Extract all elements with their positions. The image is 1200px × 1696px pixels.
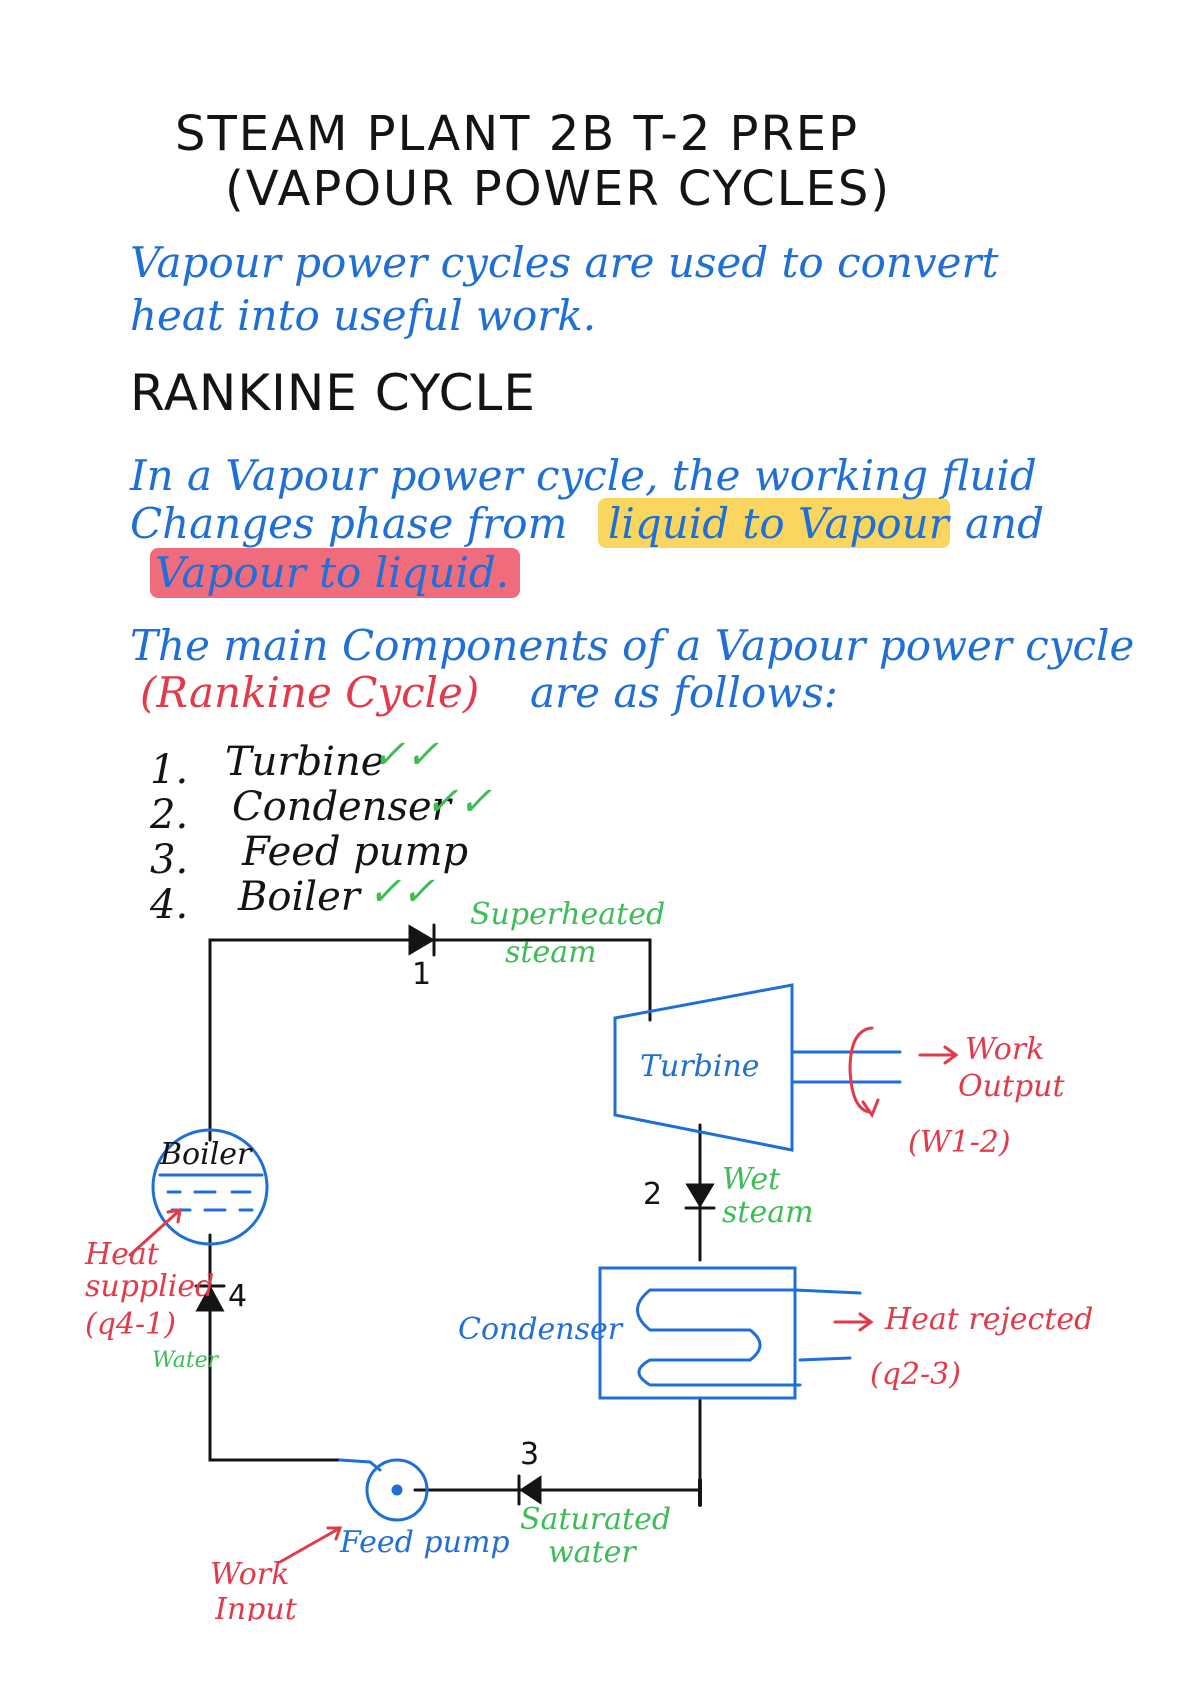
list-number-4: 4.	[150, 882, 189, 928]
components-intro-rest: are as follows:	[530, 668, 838, 717]
boiler-label: Boiler	[160, 1137, 252, 1172]
work-input-arrow-icon	[278, 1526, 343, 1564]
work-output-symbol: (W1-2)	[908, 1125, 1011, 1160]
valve-1-icon	[408, 924, 435, 956]
state-3-label: 3	[520, 1437, 540, 1472]
saturated-water-label-2: water	[548, 1535, 636, 1570]
heat-rejected-arrow-icon	[833, 1312, 874, 1332]
heat-supplied-symbol: (q4-1)	[85, 1307, 176, 1342]
state-4-label: 4	[228, 1279, 248, 1314]
feed-pump-label: Feed pump	[340, 1525, 510, 1560]
turbine-label: Turbine	[640, 1049, 760, 1084]
wet-steam-label-2: steam	[722, 1195, 814, 1230]
heat-rejected-symbol: (q2-3)	[870, 1357, 961, 1392]
highlight-red	[150, 548, 520, 598]
work-output-label-1: Work	[965, 1032, 1045, 1067]
valve-2-icon	[685, 1183, 715, 1208]
check-icon: ✓✓	[368, 869, 436, 915]
definition-line-2c: and	[965, 499, 1044, 548]
highlight-yellow	[598, 498, 950, 548]
heat-supplied-label-1: Heat	[85, 1237, 159, 1272]
feed-pump-icon	[365, 1458, 429, 1522]
state-2-label: 2	[643, 1177, 663, 1212]
intro-line-2: heat into useful work.	[130, 291, 597, 340]
page-subtitle: (VAPOUR POWER CYCLES)	[225, 161, 892, 217]
list-item-turbine: Turbine	[225, 739, 385, 785]
superheated-steam-label-2: steam	[505, 935, 597, 970]
valve-4-icon	[195, 1284, 225, 1312]
heat-supplied-label-2: supplied	[85, 1269, 215, 1304]
pipe-pump-boiler	[208, 1233, 342, 1462]
list-item-condenser: Condenser	[232, 784, 451, 830]
wet-steam-label-1: Wet	[722, 1162, 781, 1197]
water-label: Water	[152, 1348, 219, 1373]
definition-line-1: In a Vapour power cycle, the working flu…	[130, 451, 1037, 500]
superheated-steam-label-1: Superheated	[470, 897, 666, 932]
condenser-icon	[598, 1266, 797, 1400]
boiler-icon	[151, 1128, 269, 1246]
condenser-label: Condenser	[458, 1312, 623, 1347]
intro-line-1: Vapour power cycles are used to convert	[130, 238, 999, 287]
definition-line-3: Vapour to liquid.	[155, 548, 510, 597]
check-icon: ✓✓	[372, 732, 440, 778]
pipe-condenser-pump	[413, 1398, 702, 1492]
components-intro-rankine: (Rankine Cycle)	[140, 668, 480, 717]
list-number-3: 3.	[150, 837, 189, 883]
list-number-1: 1.	[150, 747, 189, 793]
definition-line-2b: liquid to Vapour	[608, 499, 949, 548]
state-1-label: 1	[412, 957, 432, 992]
list-number-2: 2.	[150, 792, 189, 838]
section-heading: RANKINE CYCLE	[130, 364, 536, 422]
valve-3-icon	[519, 1475, 542, 1505]
definition-line-2a: Changes phase from	[130, 499, 568, 548]
work-output-label-2: Output	[958, 1069, 1065, 1104]
check-icon: ✓✓	[425, 779, 493, 825]
page-title: STEAM PLANT 2B T-2 PREP	[175, 106, 860, 162]
heat-supplied-arrow-icon	[128, 1208, 182, 1257]
list-item-feed-pump: Feed pump	[242, 829, 469, 875]
work-output-arrow-icon	[918, 1045, 959, 1065]
work-input-label-2: Input	[215, 1595, 297, 1621]
components-intro-line-1: The main Components of a Vapour power cy…	[130, 621, 1135, 670]
list-item-boiler: Boiler	[238, 874, 360, 920]
heat-rejected-label: Heat rejected	[885, 1302, 1094, 1337]
shaft-coupling-icon	[848, 1026, 874, 1114]
work-input-label-1: Work	[210, 1557, 290, 1592]
saturated-water-label-1: Saturated	[520, 1502, 672, 1537]
